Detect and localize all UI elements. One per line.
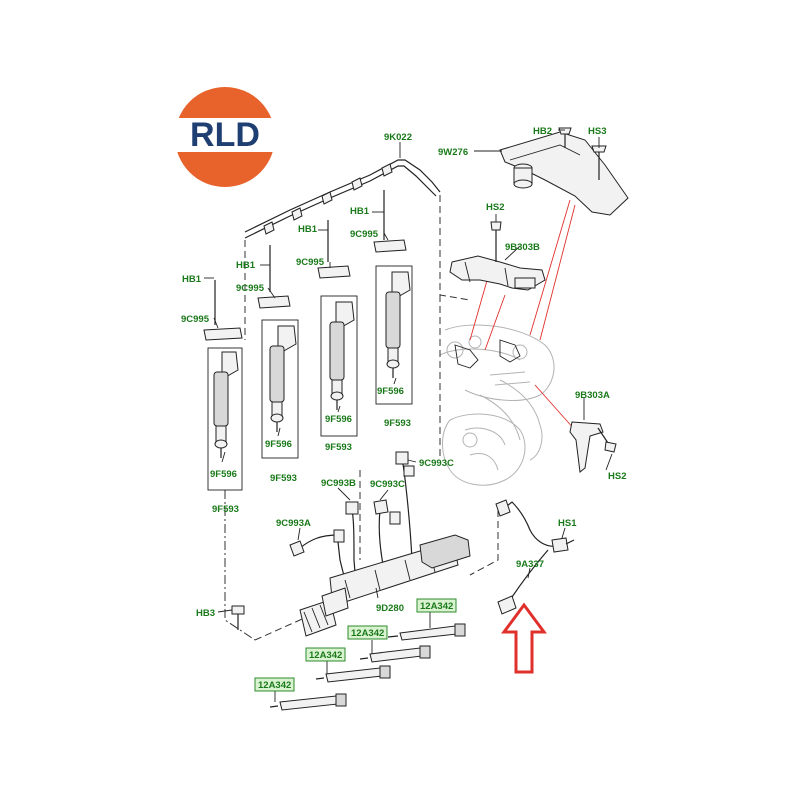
glow-plug xyxy=(315,665,391,683)
callout-labels: 9K022 9W276 HB2 HS3 HS2 9B303B HB1 9C995… xyxy=(181,126,626,692)
label-hb3: HB3 xyxy=(196,608,215,619)
injector xyxy=(203,280,243,458)
label-hb1: HB1 xyxy=(182,274,202,285)
label-9c995: 9C995 xyxy=(296,257,325,268)
injector xyxy=(257,245,297,432)
bracket-9b303b xyxy=(449,221,546,291)
section-lines xyxy=(469,199,576,431)
injector-frame xyxy=(207,347,243,491)
label-12a342-boxed: 12A342 xyxy=(305,647,346,662)
label-hs2-right: HS2 xyxy=(608,471,626,482)
label-9f593: 9F593 xyxy=(384,418,411,429)
label-9c995: 9C995 xyxy=(350,229,379,240)
label-9f593: 9F593 xyxy=(270,473,297,484)
label-hb2: HB2 xyxy=(533,126,552,137)
label-9f596: 9F596 xyxy=(265,439,292,450)
label-12a342-boxed: 12A342 xyxy=(254,677,295,692)
glow-plug xyxy=(359,645,431,663)
label-hb1: HB1 xyxy=(350,206,370,217)
glow-plug xyxy=(269,693,347,711)
label-9f593: 9F593 xyxy=(212,504,239,515)
bracket-9b303a xyxy=(569,421,617,473)
label-hs3: HS3 xyxy=(588,126,606,137)
label-12a342: 12A342 xyxy=(351,628,384,639)
label-12a342: 12A342 xyxy=(309,650,342,661)
label-9d280: 9D280 xyxy=(376,603,404,614)
feed-pipe-9a337 xyxy=(495,499,575,615)
injector xyxy=(373,190,411,378)
injector-frame xyxy=(320,295,358,437)
glow-plug xyxy=(387,623,466,641)
engine-background-sketch xyxy=(439,324,555,486)
label-9k022: 9K022 xyxy=(384,132,412,143)
label-9c993c: 9C993C xyxy=(419,458,454,469)
injector-group xyxy=(203,190,413,491)
label-9a337: 9A337 xyxy=(516,559,544,570)
label-9c993b: 9C993B xyxy=(321,478,356,489)
label-9f596: 9F596 xyxy=(210,469,237,480)
label-9f593: 9F593 xyxy=(325,442,352,453)
injector-pipes xyxy=(289,451,415,586)
label-9c995: 9C995 xyxy=(236,283,265,294)
label-12a342: 12A342 xyxy=(258,680,291,691)
glow-plugs xyxy=(269,623,466,711)
label-9c993a: 9C993A xyxy=(276,518,311,529)
label-hs2-top: HS2 xyxy=(486,202,504,213)
label-12a342-boxed: 12A342 xyxy=(347,625,388,640)
label-9c995: 9C995 xyxy=(181,314,210,325)
logo-text: RLD xyxy=(190,116,260,154)
fuel-rail-9d280 xyxy=(299,534,471,637)
injector-frame xyxy=(375,265,413,405)
heat-shield xyxy=(499,127,629,216)
label-hb1: HB1 xyxy=(298,224,318,235)
label-9b303a: 9B303A xyxy=(575,390,610,401)
label-9c993c: 9C993C xyxy=(370,479,405,490)
label-9b303b: 9B303B xyxy=(505,242,540,253)
label-hs1: HS1 xyxy=(558,518,577,529)
label-12a342: 12A342 xyxy=(420,601,453,612)
bolt-hb3 xyxy=(231,605,245,630)
label-hb1: HB1 xyxy=(236,260,256,271)
rld-logo: RLD xyxy=(170,87,280,187)
up-arrow-icon xyxy=(501,602,547,674)
label-9w276: 9W276 xyxy=(438,147,468,158)
label-9f596: 9F596 xyxy=(325,414,352,425)
injector-frame xyxy=(261,319,299,459)
label-9f596: 9F596 xyxy=(377,386,404,397)
label-12a342-boxed: 12A342 xyxy=(416,598,457,613)
leader-lines xyxy=(204,129,613,702)
injector xyxy=(317,220,355,410)
rail-tube-9k022 xyxy=(244,159,441,239)
